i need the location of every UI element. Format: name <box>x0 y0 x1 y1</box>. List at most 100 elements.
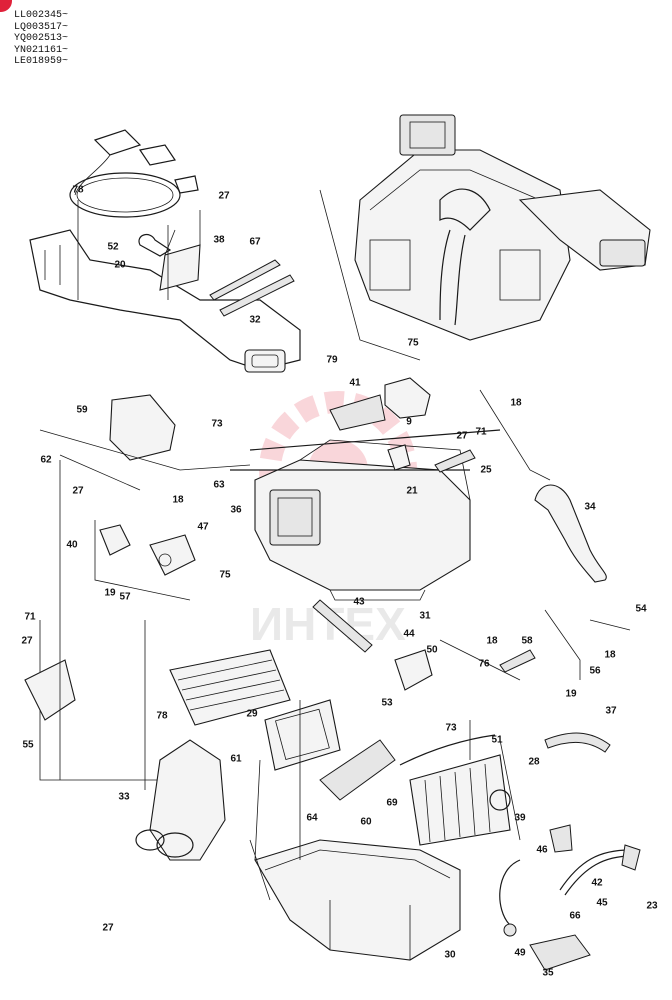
callout-31: 31 <box>419 611 431 622</box>
callout-18a: 18 <box>510 398 522 409</box>
bracket-40 <box>99 524 131 556</box>
evaporator-28 <box>409 754 511 846</box>
callout-75b: 75 <box>219 570 231 581</box>
callout-33: 33 <box>118 792 130 803</box>
serial-number-list: LL002345~ LQ003517~ YQ002513~ YN021161~ … <box>14 10 68 68</box>
callout-56: 56 <box>589 666 601 677</box>
callout-29: 29 <box>246 709 258 720</box>
callout-30: 30 <box>444 950 456 961</box>
callout-27d: 27 <box>21 636 33 647</box>
resistor-59 <box>109 394 176 461</box>
callout-27a: 27 <box>218 191 230 202</box>
hose-37 <box>544 732 611 753</box>
callout-21: 21 <box>406 486 418 497</box>
serial-range: LL002345~ <box>14 10 69 21</box>
serial-range: LQ003517~ <box>14 21 69 33</box>
callout-39: 39 <box>514 813 526 824</box>
callout-78a: 78 <box>72 185 84 196</box>
callout-79: 79 <box>326 355 338 366</box>
motor-47 <box>149 534 196 576</box>
callout-51: 51 <box>491 735 503 746</box>
duct-lower-left <box>29 229 301 373</box>
callout-60: 60 <box>360 817 372 828</box>
callout-55: 55 <box>22 740 34 751</box>
rod-56 <box>544 609 631 680</box>
callout-64: 64 <box>306 813 318 824</box>
actuator-41 <box>329 377 431 431</box>
callout-54: 54 <box>635 604 647 615</box>
door-61 <box>264 699 341 771</box>
clamp-20 <box>138 233 172 257</box>
cable-51 <box>399 734 496 766</box>
servo-21 <box>387 444 411 471</box>
callout-78b: 78 <box>156 711 168 722</box>
callout-32: 32 <box>249 315 261 326</box>
callout-34: 34 <box>584 502 596 513</box>
callout-61: 61 <box>230 754 242 765</box>
pad-35 <box>529 934 591 971</box>
callout-76: 76 <box>478 659 490 670</box>
hose-34 <box>534 484 607 583</box>
callout-19a: 19 <box>104 588 116 599</box>
callout-73a: 73 <box>211 419 223 430</box>
callout-18c: 18 <box>486 636 498 647</box>
callout-66: 66 <box>569 911 581 922</box>
callout-44: 44 <box>403 629 415 640</box>
heater-core-29 <box>169 649 291 726</box>
callout-47: 47 <box>197 522 209 533</box>
callout-45: 45 <box>596 898 608 909</box>
callout-67: 67 <box>249 237 261 248</box>
callout-19b: 19 <box>565 689 577 700</box>
callout-18d: 18 <box>604 650 616 661</box>
callout-23: 23 <box>646 901 658 912</box>
callout-50: 50 <box>426 645 438 656</box>
serial-range: YQ002513~ <box>14 33 69 44</box>
callout-49: 49 <box>514 948 526 959</box>
callout-38: 38 <box>213 235 225 246</box>
callout-42: 42 <box>591 878 603 889</box>
serial-range: LE018959~ <box>14 56 69 67</box>
callout-53: 53 <box>381 698 393 709</box>
callout-59: 59 <box>76 405 88 416</box>
lever-71-top <box>434 449 476 473</box>
callout-43: 43 <box>353 597 365 608</box>
callout-73b: 73 <box>445 723 457 734</box>
callout-18b: 18 <box>172 495 184 506</box>
serial-range: YN021161~ <box>14 44 69 56</box>
flap-60 <box>319 739 396 801</box>
link-58 <box>499 649 536 673</box>
watermark-text: ИНТЕХ <box>250 598 406 650</box>
callout-57: 57 <box>119 592 131 603</box>
callout-20: 20 <box>114 260 126 271</box>
callout-27e: 27 <box>102 923 114 934</box>
callout-35: 35 <box>542 968 554 979</box>
linkage-50 <box>394 649 433 691</box>
callout-40: 40 <box>66 540 78 551</box>
rod-43 <box>312 599 373 653</box>
cable-62 <box>39 429 251 491</box>
callout-27c: 27 <box>72 486 84 497</box>
callout-37: 37 <box>605 706 617 717</box>
bracket-38 <box>159 229 201 291</box>
heater-unit-assembly <box>319 114 651 361</box>
callout-69: 69 <box>386 798 398 809</box>
leader-lines <box>59 389 551 901</box>
lower-case-30 <box>254 839 461 961</box>
callout-9: 9 <box>406 417 412 428</box>
callout-28: 28 <box>528 757 540 768</box>
heater-case-31 <box>230 429 501 601</box>
pipe-42 <box>549 824 641 896</box>
callout-58: 58 <box>521 636 533 647</box>
callout-46: 46 <box>536 845 548 856</box>
callout-62: 62 <box>40 455 52 466</box>
harness-52 <box>69 129 199 218</box>
callout-41: 41 <box>349 378 361 389</box>
callout-27b: 27 <box>456 431 468 442</box>
callout-63: 63 <box>213 480 225 491</box>
bands-67 <box>209 259 295 317</box>
callout-25: 25 <box>480 465 492 476</box>
callout-71a: 71 <box>475 427 487 438</box>
duct-33 <box>135 739 226 861</box>
